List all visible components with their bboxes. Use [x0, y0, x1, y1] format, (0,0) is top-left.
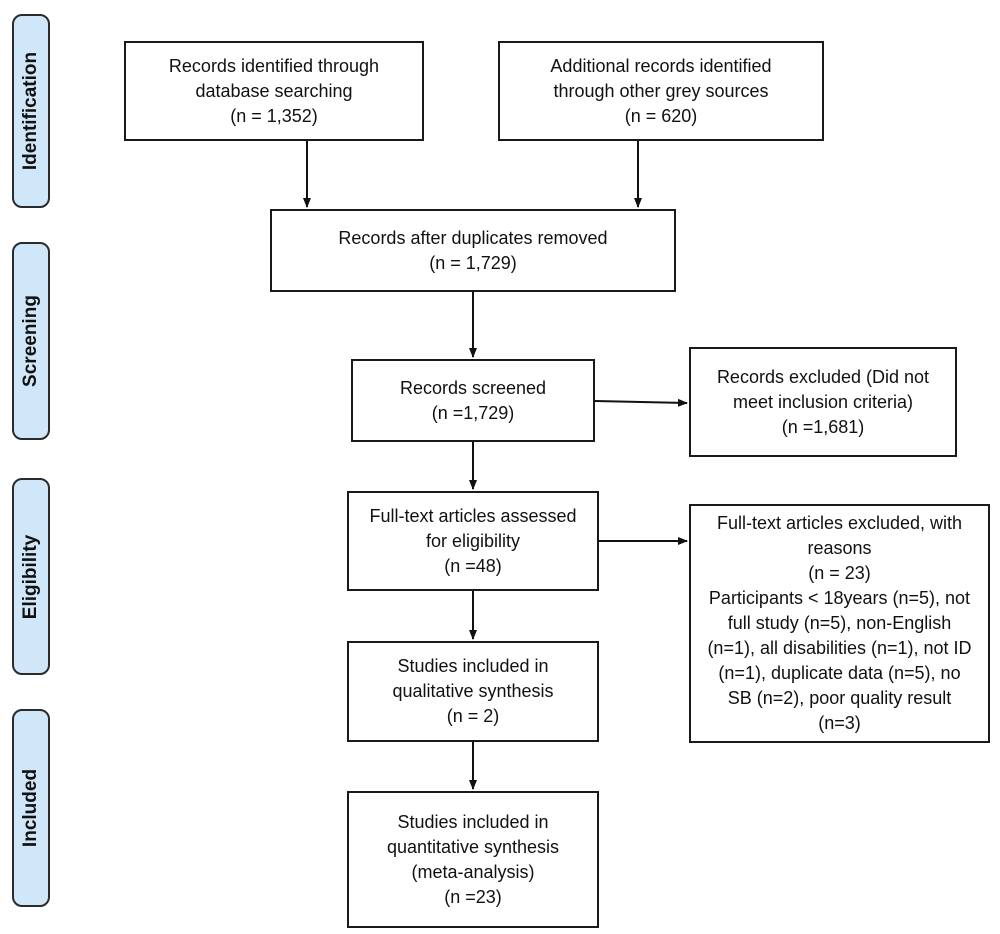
box-text-line: Records excluded (Did not: [716, 366, 930, 387]
box-text-line: through other grey sources: [553, 80, 769, 101]
box-text-line: database searching: [195, 80, 353, 101]
box-excluded: Records excluded (Did not meet inclusion …: [689, 347, 957, 457]
box-database-search: Records identified through database searc…: [124, 41, 424, 141]
stage-identification: Identification: [12, 14, 50, 208]
box-text-line: Studies included in: [397, 811, 549, 832]
box-fulltext-excluded: Full-text articles excluded, with reasons…: [689, 504, 990, 743]
box-text-line: (n =1,729): [431, 402, 515, 423]
box-text-line: (n = 1,729): [429, 252, 517, 273]
stage-included: Included: [12, 709, 50, 907]
box-text-line: meet inclusion criteria): [732, 391, 914, 412]
box-text-line: Records after duplicates removed: [338, 227, 608, 248]
box-text-line: (n=1), all disabilities (n=1), not ID: [707, 638, 972, 658]
box-text-line: Participants < 18years (n=5), not: [708, 588, 971, 608]
stage-eligibility: Eligibility: [12, 478, 50, 675]
box-after-duplicates: Records after duplicates removed (n = 1,7…: [270, 209, 676, 292]
box-text-line: Full-text articles excluded, with: [716, 513, 963, 533]
box-other-sources: Additional records identified through oth…: [498, 41, 824, 141]
box-text-line: qualitative synthesis: [392, 681, 554, 701]
box-screened: Records screened (n =1,729): [351, 359, 595, 442]
box-text-line: (n = 620): [624, 105, 698, 126]
box-text-line: (n =48): [444, 555, 502, 576]
box-text-line: reasons: [807, 538, 872, 558]
box-fulltext-assessed: Full-text articles assessed for eligibili…: [347, 491, 599, 591]
box-quantitative: Studies included in quantitative synthesi…: [347, 791, 599, 928]
box-text-line: (n=1), duplicate data (n=5), no: [718, 663, 961, 683]
box-text-line: full study (n=5), non-English: [727, 613, 952, 633]
box-text-line: (n=3): [818, 713, 861, 733]
box-text-line: (n = 2): [446, 706, 500, 726]
arrow-screened-to-excluded: [594, 398, 688, 407]
box-text-line: (n = 1,352): [230, 105, 318, 126]
box-text-line: (n = 23): [808, 563, 871, 583]
box-text-line: quantitative synthesis: [386, 836, 560, 857]
box-text-line: SB (n=2), poor quality result: [727, 688, 952, 708]
box-text-line: for eligibility: [425, 530, 521, 551]
box-text-line: Records screened: [399, 377, 547, 398]
box-text-line: (meta-analysis): [411, 861, 535, 882]
stage-screening: Screening: [12, 242, 50, 440]
box-text-line: Records identified through: [168, 55, 380, 76]
box-text-line: Additional records identified: [550, 55, 772, 76]
box-qualitative: Studies included in qualitative synthesis…: [347, 641, 599, 742]
box-text-line: Studies included in: [397, 656, 549, 676]
box-text-line: Full-text articles assessed: [369, 505, 577, 526]
box-text-line: (n =23): [444, 886, 502, 907]
box-text-line: (n =1,681): [781, 416, 865, 437]
